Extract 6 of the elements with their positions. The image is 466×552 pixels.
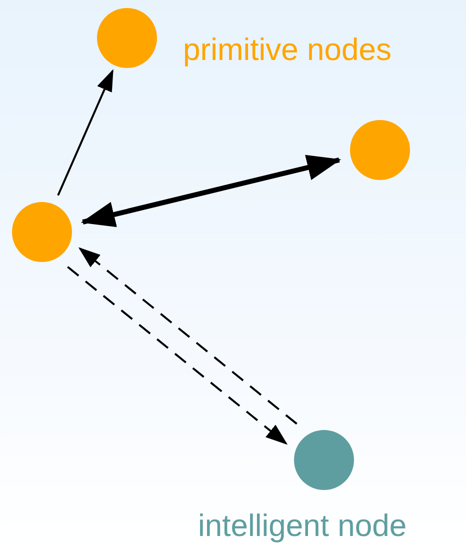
caption-text: primitive nodes xyxy=(183,32,392,68)
arrow xyxy=(78,247,298,425)
caption-text: intelligent node xyxy=(198,508,407,544)
arrow xyxy=(67,266,288,445)
arrow xyxy=(80,154,342,228)
arrow xyxy=(57,69,114,196)
